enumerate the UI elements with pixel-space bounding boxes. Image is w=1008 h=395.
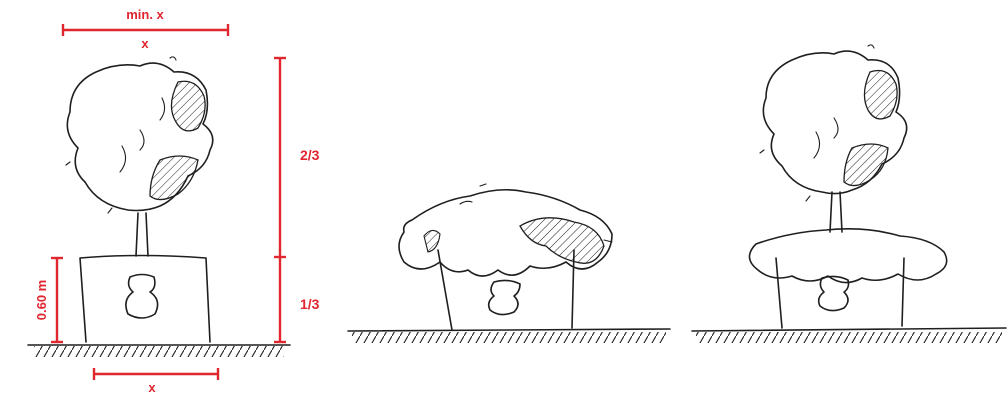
label-crown-x: x <box>141 36 149 51</box>
ground-2 <box>348 329 670 343</box>
panel-2-planter-overgrown <box>348 184 670 343</box>
shrub-hatch-2 <box>520 218 604 263</box>
shrub-canopy-3 <box>749 229 946 283</box>
label-upper-ratio: 2/3 <box>300 147 320 163</box>
planter-opening-2 <box>489 280 520 314</box>
label-lower-ratio: 1/3 <box>300 296 320 312</box>
panel-1-tree-in-planter: min. x x 2/3 1/3 0.60 m x <box>28 7 320 395</box>
dimension-planter-height: 0.60 m <box>34 258 63 342</box>
tree-crown-1 <box>66 57 213 213</box>
planter-opening-3 <box>819 276 849 310</box>
planter-opening-1 <box>126 275 158 319</box>
dimension-min-x: min. x x <box>63 7 228 51</box>
planter-legs-2 <box>438 250 574 330</box>
label-base-x: x <box>148 380 156 395</box>
shrub-hatch-small-2 <box>424 230 440 252</box>
dimension-base-x: x <box>94 368 218 395</box>
dimension-height-ratio: 2/3 1/3 <box>274 58 320 342</box>
tree-trunk-1 <box>136 213 148 256</box>
ground-1 <box>28 345 290 357</box>
planter-box-1 <box>80 256 210 343</box>
tree-crown-3 <box>760 45 907 201</box>
panel-3-tree-over-shrub <box>692 45 1006 343</box>
label-min-x: min. x <box>126 7 164 22</box>
tree-trunk-3 <box>830 192 842 232</box>
label-planter-height: 0.60 m <box>34 280 49 320</box>
ground-3 <box>692 328 1006 343</box>
planter-legs-3 <box>776 258 904 328</box>
